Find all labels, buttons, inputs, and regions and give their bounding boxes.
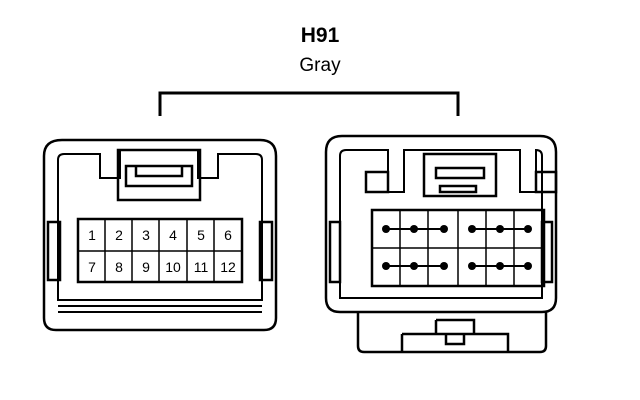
pin-label-3: 3 bbox=[142, 227, 150, 243]
pin-label-9: 9 bbox=[142, 259, 150, 275]
pin-label-6: 6 bbox=[224, 227, 232, 243]
right-connector bbox=[324, 134, 558, 354]
right-latch-left bbox=[364, 170, 390, 194]
right-terminal-grid bbox=[372, 210, 544, 286]
left-lock-tab bbox=[116, 148, 202, 202]
left-side-slot bbox=[46, 220, 62, 282]
pin-label-11: 11 bbox=[193, 259, 209, 275]
pin-label-7: 7 bbox=[88, 259, 96, 275]
right-side-slot bbox=[258, 220, 274, 282]
right-lock-tab bbox=[422, 152, 498, 198]
connector-code: H91 bbox=[300, 24, 340, 47]
pin-label-4: 4 bbox=[169, 227, 177, 243]
pin-label-12: 12 bbox=[220, 259, 236, 275]
right-latch-right bbox=[534, 170, 558, 194]
right-lock-slot bbox=[438, 184, 478, 194]
right-side-slot-right bbox=[540, 220, 554, 284]
right-bottom-shroud bbox=[356, 312, 548, 354]
left-connector-outer-frame bbox=[57, 149, 263, 301]
left-terminal-grid bbox=[78, 219, 242, 282]
right-connector-outer-frame bbox=[339, 148, 543, 299]
pin-label-5: 5 bbox=[197, 227, 205, 243]
pin-label-2: 2 bbox=[115, 227, 123, 243]
left-connector bbox=[42, 138, 278, 332]
connector-color: Gray bbox=[299, 55, 341, 76]
pin-label-8: 8 bbox=[115, 259, 123, 275]
right-side-slot-left bbox=[328, 220, 342, 284]
left-connector-body bbox=[42, 138, 278, 332]
pin-label-1: 1 bbox=[88, 227, 96, 243]
pin-label-10: 10 bbox=[165, 259, 181, 275]
left-lock-tab-inner bbox=[124, 164, 194, 188]
shorting-dots bbox=[382, 225, 532, 270]
right-bottom-latch bbox=[400, 318, 510, 352]
view-bracket bbox=[158, 91, 460, 116]
right-connector-body bbox=[324, 134, 558, 314]
